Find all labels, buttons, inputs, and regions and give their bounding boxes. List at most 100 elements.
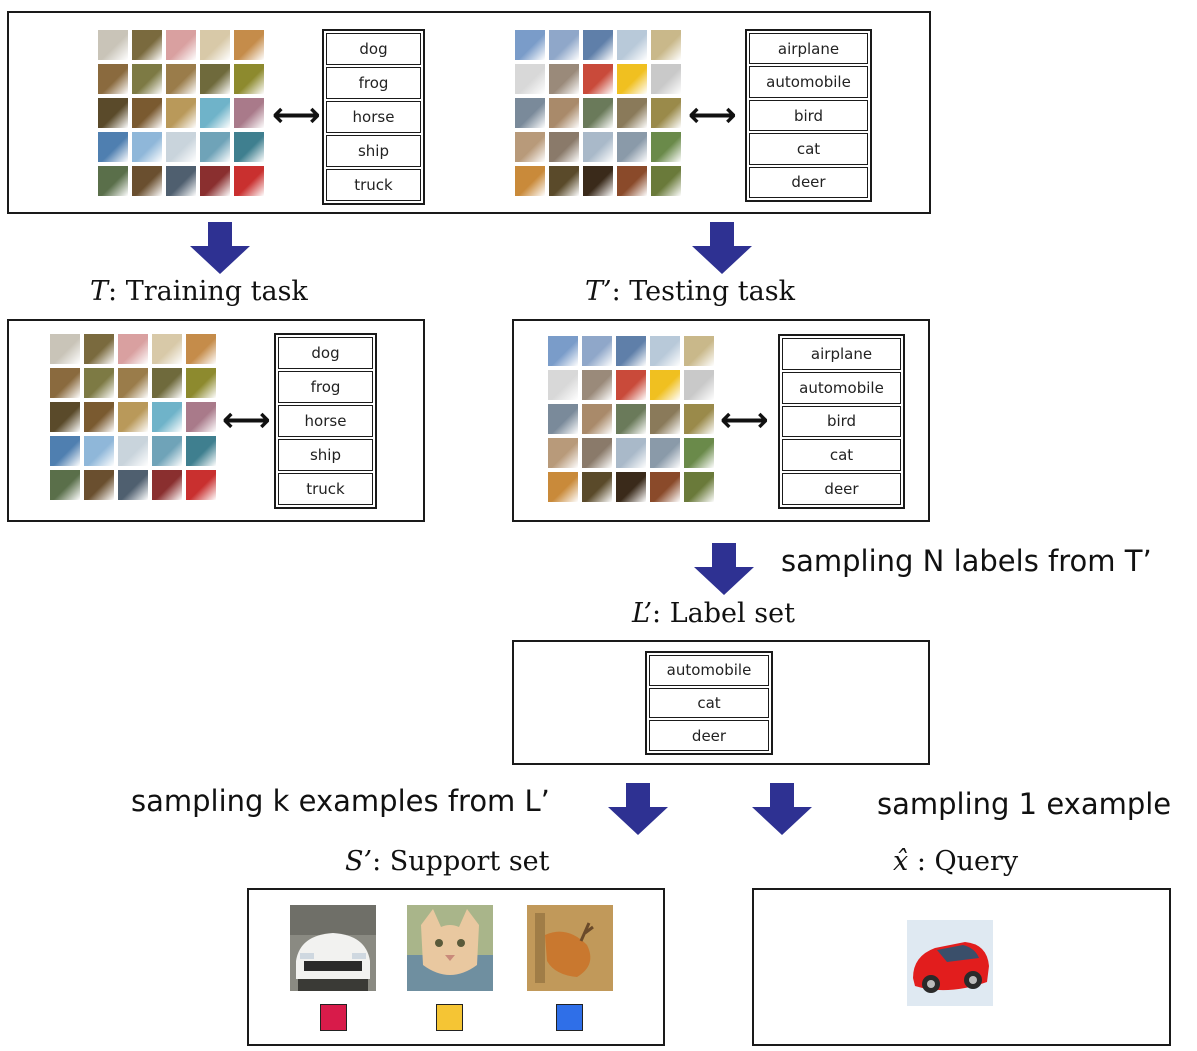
thumbnail-image [582,370,612,400]
sampling-labels-note: sampling N labels from T’ [781,544,1152,578]
label-item: airplane [749,33,868,65]
thumbnail-image [583,30,613,60]
label-item: horse [278,405,373,437]
thumbnail-image [515,166,545,196]
thumbnail-image [616,336,646,366]
sampling-k-note: sampling k examples from L’ [131,784,550,818]
label-list-testing: airplane automobile bird cat deer [778,334,905,509]
thumbnail-image [84,334,114,364]
thumbnail-image [548,472,578,502]
testing-image-grid [548,336,714,502]
thumbnail-image [234,64,264,94]
thumbnail-image [617,132,647,162]
thumbnail-image [50,470,80,500]
label-list-training: dog frog horse ship truck [274,333,377,509]
thumbnail-image [152,470,182,500]
class-swatch-blue [556,1004,583,1031]
thumbnail-image [200,64,230,94]
thumbnail-image [548,370,578,400]
thumbnail-image [166,30,196,60]
thumbnail-image [166,132,196,162]
thumbnail-image [200,132,230,162]
label-item: truck [326,169,421,201]
thumbnail-image [98,30,128,60]
support-set-symbol: S’ [345,846,373,877]
thumbnail-image [650,336,680,366]
testing-task-text: : Testing task [611,276,795,307]
thumbnail-image [84,402,114,432]
thumbnail-image [582,438,612,468]
thumbnail-image [200,166,230,196]
class-swatch-red [320,1004,347,1031]
bidirectional-arrow-icon: ⟷ [688,95,737,135]
label-item: deer [749,166,868,199]
bidirectional-arrow-icon: ⟷ [272,95,321,135]
label-item: cat [749,133,868,165]
thumbnail-image [50,402,80,432]
thumbnail-image [234,166,264,196]
thumbnail-image [515,64,545,94]
training-task-text: : Training task [108,276,308,307]
thumbnail-image [582,472,612,502]
thumbnail-image [50,368,80,398]
down-arrow-icon [190,222,250,274]
thumbnail-image [549,98,579,128]
label-set-symbol: L’ [632,598,653,629]
thumbnail-image [166,64,196,94]
thumbnail-image [50,436,80,466]
thumbnail-image [98,98,128,128]
label-item: ship [278,439,373,471]
thumbnail-image [684,472,714,502]
label-item: bird [749,99,868,132]
thumbnail-image [186,334,216,364]
thumbnail-image [98,64,128,94]
bidirectional-arrow-icon: ⟷ [720,400,769,440]
thumbnail-image [515,132,545,162]
support-set-caption: S’: Support set [345,846,550,877]
thumbnail-image [549,30,579,60]
thumbnail-image [200,30,230,60]
thumbnail-image [84,368,114,398]
label-item: bird [782,405,901,438]
thumbnail-image [617,166,647,196]
thumbnail-image [98,166,128,196]
query-symbol: x̂ [893,846,909,877]
thumbnail-image [684,438,714,468]
thumbnail-image [132,166,162,196]
thumbnail-image [582,336,612,366]
query-caption: x̂ : Query [893,846,1018,877]
thumbnail-image [617,64,647,94]
thumbnail-image [132,132,162,162]
thumbnail-image [50,334,80,364]
thumbnail-image [152,402,182,432]
thumbnail-image [152,334,182,364]
deer-image [527,905,613,991]
thumbnail-image [234,132,264,162]
label-item: dog [326,33,421,65]
thumbnail-image [650,438,680,468]
thumbnail-image [515,30,545,60]
testing-task-symbol: T’ [585,276,612,307]
thumbnail-image [651,132,681,162]
thumbnail-image [166,166,196,196]
thumbnail-image [549,166,579,196]
thumbnail-image [132,98,162,128]
label-item: deer [649,720,769,752]
label-item: ship [326,135,421,167]
training-task-symbol: T [90,276,109,307]
thumbnail-image [118,436,148,466]
thumbnail-image [650,472,680,502]
thumbnail-image [152,436,182,466]
thumbnail-image [617,30,647,60]
thumbnail-image [651,64,681,94]
label-item: horse [326,101,421,133]
thumbnail-image [118,402,148,432]
down-arrow-icon [692,222,752,274]
class-swatch-yellow [436,1004,463,1031]
down-arrow-icon [752,783,812,835]
thumbnail-image [684,370,714,400]
thumbnail-image [118,368,148,398]
thumbnail-image [84,470,114,500]
thumbnail-image [186,402,216,432]
thumbnail-image [582,404,612,434]
